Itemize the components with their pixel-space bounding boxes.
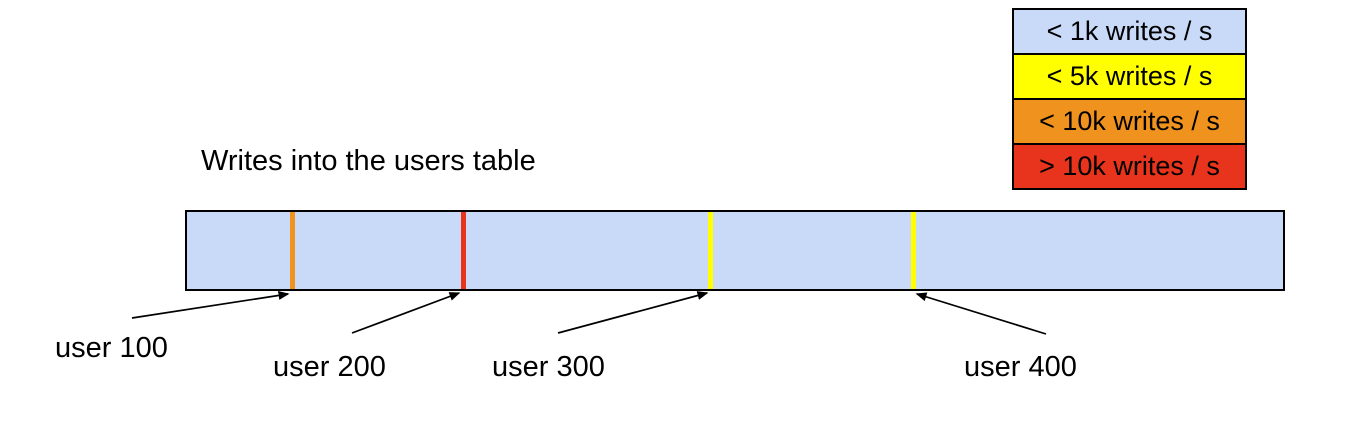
legend-item: > 10k writes / s	[1012, 143, 1247, 190]
write-hotspot-stripe	[290, 212, 295, 289]
annotation-arrow	[557, 291, 709, 334]
legend-item-label: < 10k writes / s	[1039, 106, 1220, 136]
diagram-title: Writes into the users table	[201, 145, 536, 177]
write-rate-legend: < 1k writes / s < 5k writes / s < 10k writ…	[1012, 8, 1247, 190]
legend-item: < 10k writes / s	[1012, 98, 1247, 145]
legend-item-label: > 10k writes / s	[1039, 151, 1220, 181]
user-label: user 100	[55, 332, 168, 364]
legend-item: < 5k writes / s	[1012, 53, 1247, 100]
write-hotspot-stripe	[461, 212, 466, 289]
legend-item-label: < 1k writes / s	[1046, 16, 1213, 46]
write-hotspot-stripe	[708, 212, 713, 289]
users-table-bar	[185, 210, 1285, 291]
user-label: user 200	[273, 351, 386, 383]
annotation-arrow	[915, 292, 1047, 335]
legend-item-label: < 5k writes / s	[1046, 61, 1213, 91]
annotation-arrow	[351, 292, 461, 334]
annotation-arrow	[131, 290, 290, 319]
legend-item: < 1k writes / s	[1012, 8, 1247, 55]
write-hotspot-stripe	[911, 212, 916, 289]
user-label: user 400	[964, 351, 1077, 383]
user-label: user 300	[492, 351, 605, 383]
